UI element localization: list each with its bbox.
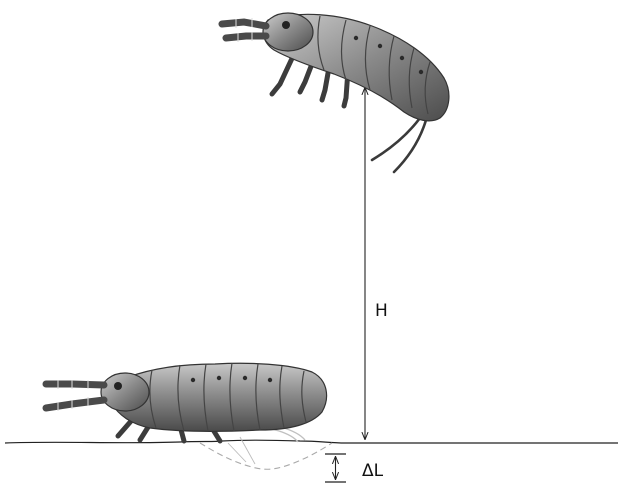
height-label: H: [375, 301, 388, 321]
ground-surface: [5, 440, 618, 443]
grounded-antennae: [46, 384, 104, 408]
airborne-eye: [282, 21, 290, 29]
depression-marker: [325, 454, 346, 482]
grounded-head: [101, 373, 149, 411]
airborne-antennae: [222, 22, 266, 38]
depression-label: ΔL: [362, 461, 384, 481]
springtail-grounded: [46, 363, 327, 442]
grounded-eye: [114, 382, 122, 390]
airborne-furcula: [372, 118, 426, 172]
springtail-airborne: [222, 13, 449, 172]
airborne-head: [263, 13, 313, 51]
